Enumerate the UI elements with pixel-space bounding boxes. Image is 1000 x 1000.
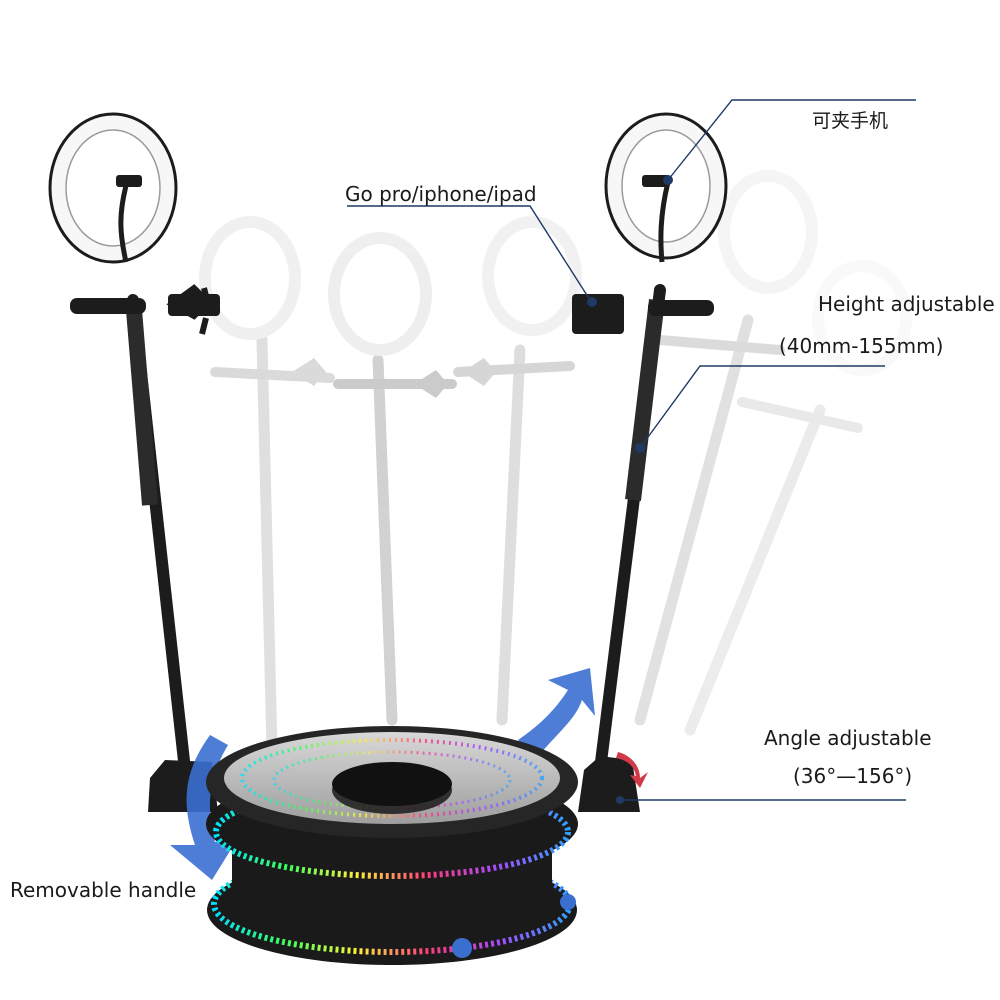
ghost-stand-2 [328,232,457,726]
callout-dots [587,175,673,804]
right-stand [572,112,728,812]
rotating-platform [206,726,578,965]
angle-label: Angle adjustable [764,726,932,750]
height-range-label: (40mm-155mm) [779,334,944,358]
right-ring-light [607,115,725,257]
ghost-stand-1 [199,216,335,756]
device-mount-label: Go pro/iphone/ipad [345,182,537,206]
angle-range-label: (36°—156°) [793,764,913,788]
ghost-stand-5 [684,260,912,736]
angle-arrow [616,752,648,788]
height-label: Height adjustable [818,292,995,316]
handle-label: Removable handle [10,878,197,902]
ghost-stand-3 [453,216,582,726]
ghost-stands [199,170,912,756]
left-stand [48,112,220,812]
callout-lines [347,99,916,801]
ghost-stand-4 [634,170,818,726]
left-ring-light [51,115,175,261]
phone-clip-label: 可夹手机 [812,110,889,132]
